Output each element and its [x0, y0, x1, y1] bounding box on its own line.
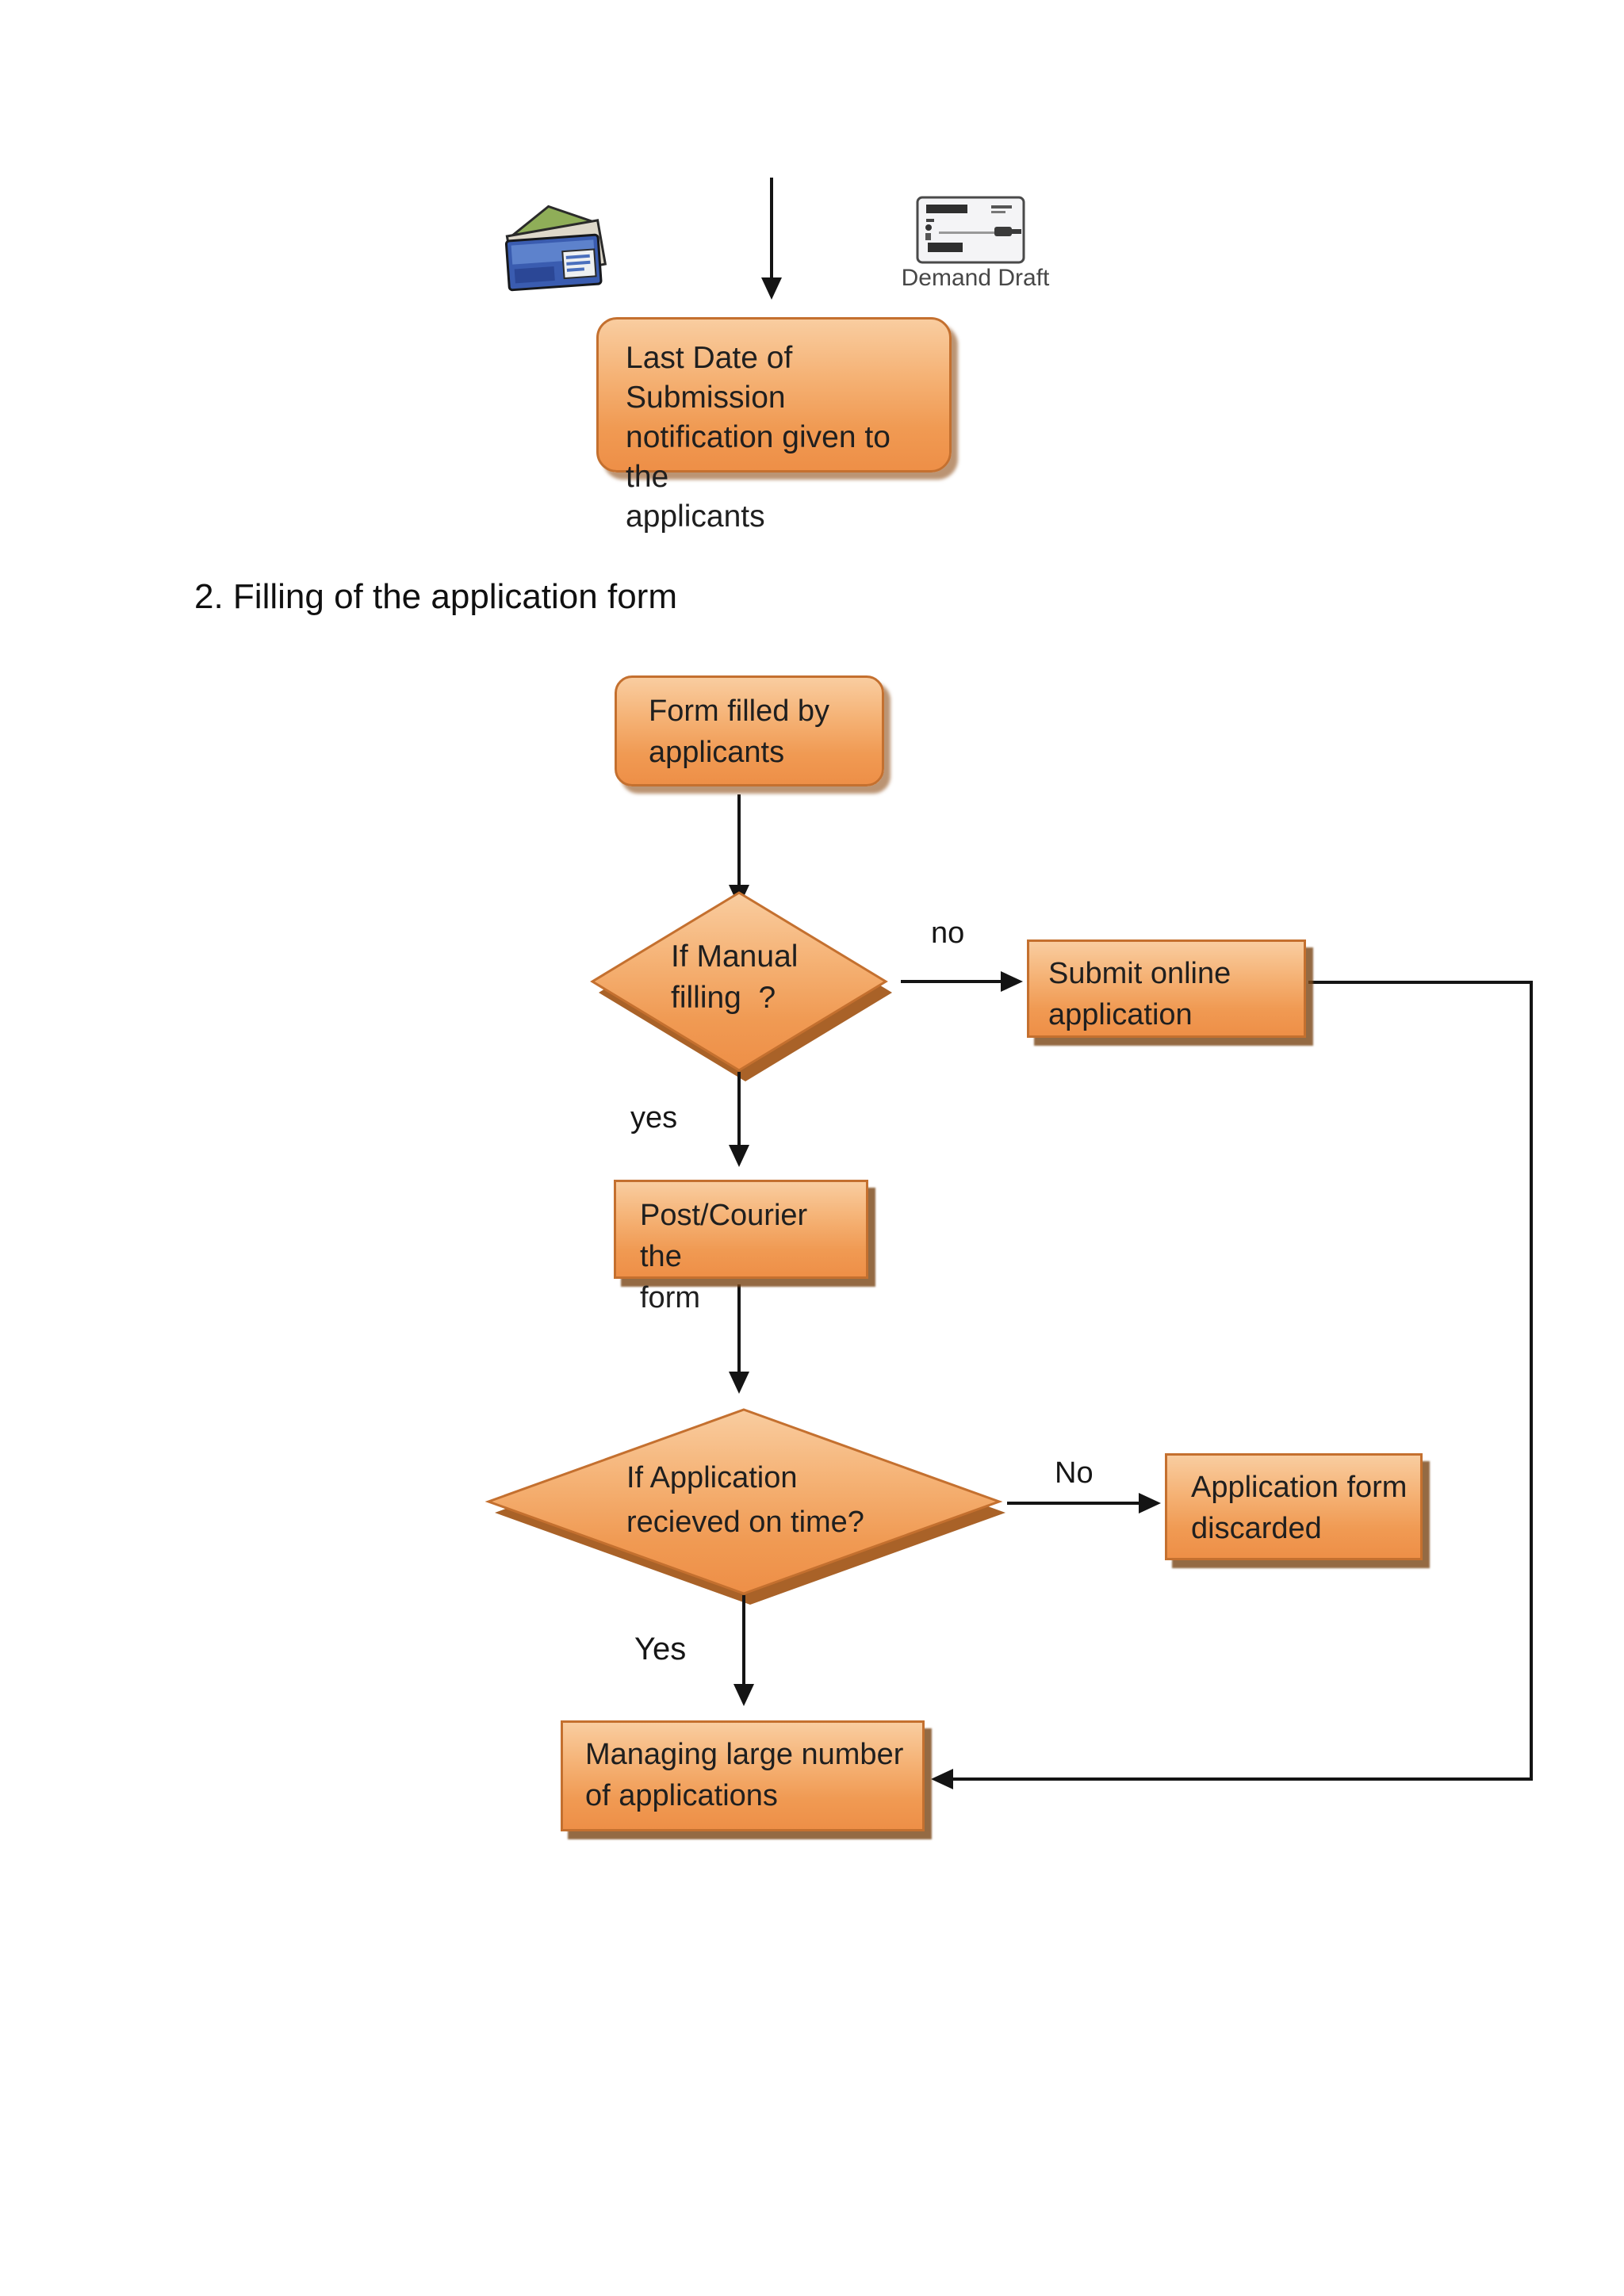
- node-post-courier-the-form: Post/Courier the form: [614, 1180, 868, 1314]
- arrow-no-to-submit: [901, 971, 1023, 992]
- node-submit-online-application: Submit online application: [1027, 939, 1306, 1038]
- arrow-no-to-discarded: [1007, 1493, 1161, 1513]
- section-heading: 2. Filling of the application form: [194, 577, 677, 616]
- edge-label-manual-yes: yes: [630, 1101, 678, 1135]
- edge-label-received-no: No: [1055, 1456, 1094, 1490]
- node-application-form-discarded: Application form discarded: [1165, 1453, 1423, 1560]
- edge-label-received-yes: Yes: [634, 1632, 687, 1667]
- demand-draft-check-icon: [916, 196, 1025, 264]
- arrow-yes-to-post: [729, 1072, 749, 1167]
- node-if-manual-filling-label: If Manual filling ?: [671, 939, 799, 1015]
- arrow-post-to-ifreceived: [729, 1284, 749, 1394]
- node-if-application-received-label: If Application recieved on time?: [626, 1461, 864, 1539]
- arrow-form-to-ifmanual: [729, 794, 749, 907]
- arrow-yes-to-managing: [733, 1595, 754, 1706]
- demand-draft-caption: Demand Draft: [901, 265, 1050, 291]
- node-managing-large-number: Managing large number of applications: [561, 1720, 925, 1831]
- connector-submit-to-managing: [931, 981, 1533, 1789]
- edge-label-manual-no: no: [931, 916, 965, 950]
- node-last-date-of-submission: Last Date of Submission notification giv…: [596, 317, 952, 534]
- diamond-if-manual-shape: [590, 891, 892, 1081]
- arrow-into-last-date: [761, 178, 782, 300]
- diamond-if-received-shape: [485, 1408, 1005, 1605]
- mail-envelopes-icon: [504, 205, 607, 292]
- node-form-filled-by-applicants: Form filled by applicants: [615, 675, 884, 786]
